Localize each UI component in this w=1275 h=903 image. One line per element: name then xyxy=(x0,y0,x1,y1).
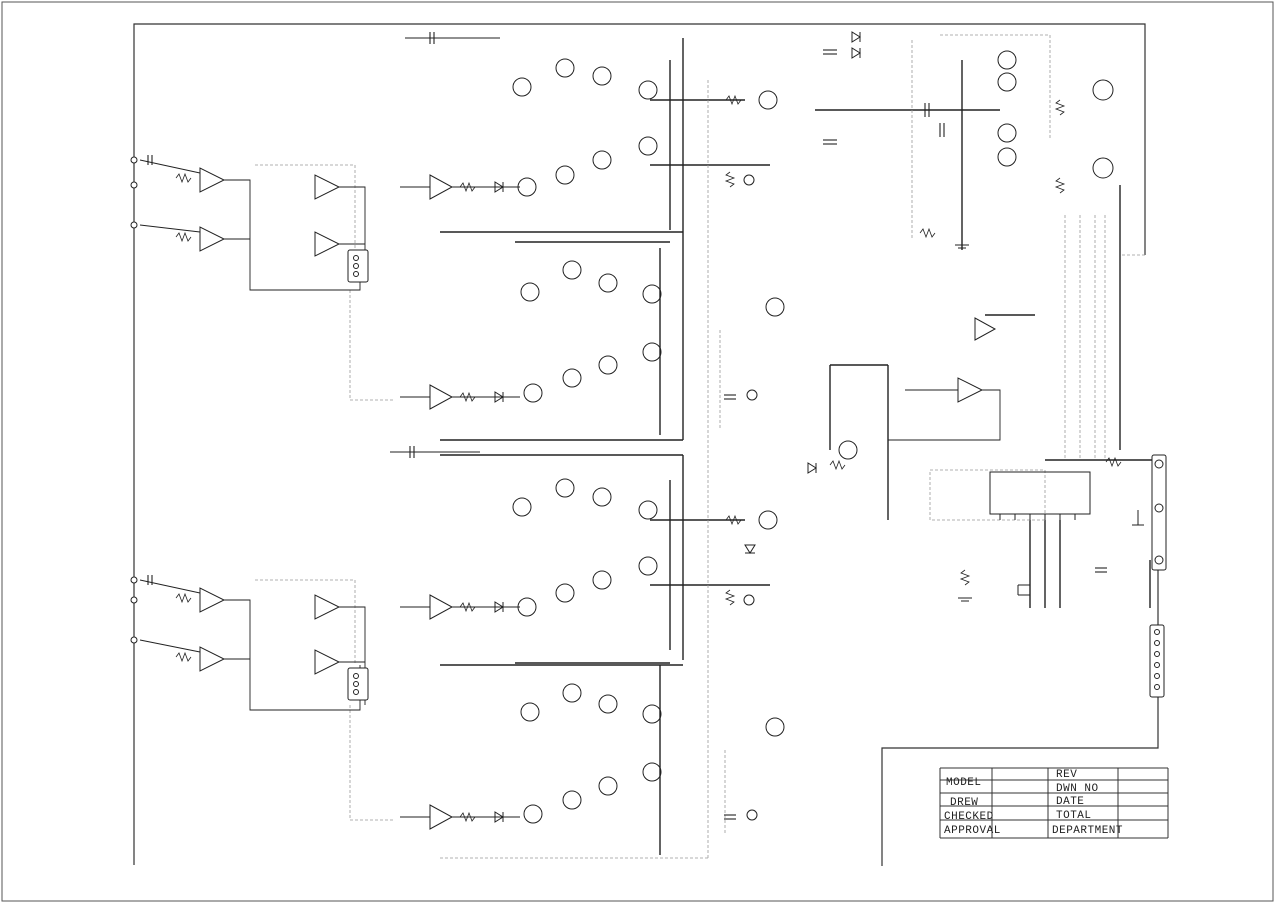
capacitors xyxy=(147,32,1107,820)
op-amps xyxy=(199,167,997,830)
opamp-wiring xyxy=(139,37,1001,818)
input-connectors xyxy=(130,156,138,644)
title-approval-label: APPROVAL xyxy=(944,825,1001,837)
resistors xyxy=(175,94,1122,823)
signal-traces xyxy=(255,34,1145,859)
title-department-label: DEPARTMENT xyxy=(1052,825,1123,837)
title-date-label: DATE xyxy=(1056,796,1084,808)
title-checked-label: CHECKED xyxy=(944,811,994,823)
title-total-label: TOTAL xyxy=(1056,810,1092,822)
ground-symbols xyxy=(955,244,1144,602)
drawing-border xyxy=(133,23,1159,866)
title-model-label: MODEL xyxy=(946,777,982,789)
title-drew-label: DREW xyxy=(950,797,978,809)
title-rev-label: REV xyxy=(1056,769,1077,781)
title-block: MODEL DREW CHECKED APPROVAL REV DWN NO D… xyxy=(939,767,1169,839)
ic-chip xyxy=(989,471,1091,520)
output-connectors xyxy=(347,174,1167,821)
title-dwn-no-label: DWN NO xyxy=(1056,783,1099,795)
power-rails xyxy=(440,38,1158,855)
transistors xyxy=(512,50,1114,824)
diodes xyxy=(494,31,861,823)
